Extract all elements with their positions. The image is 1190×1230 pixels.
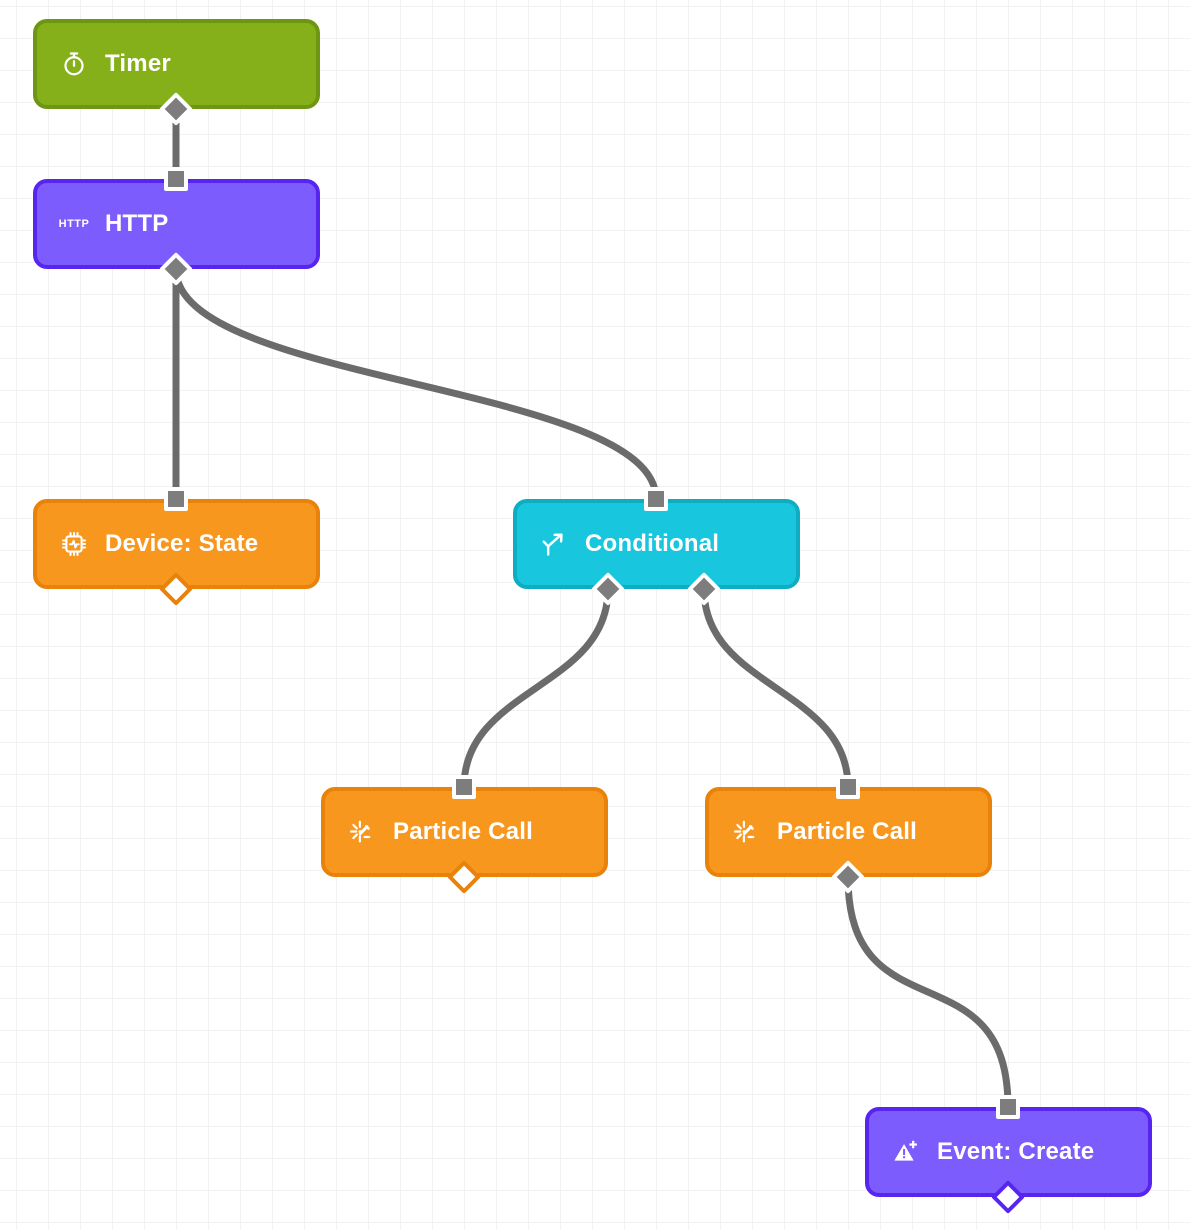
edge-particle-2-to-event[interactable] [844,873,1012,1111]
node-label: Event: Create [937,1138,1095,1165]
input-port-particle-call-2-0[interactable] [836,775,860,799]
chip-pulse-icon [59,529,89,559]
sparkle-icon [731,817,761,847]
edge-conditional-to-particle-2[interactable] [700,585,852,791]
stopwatch-icon [59,49,89,79]
input-port-http-0[interactable] [164,167,188,191]
input-port-particle-call-1-0[interactable] [452,775,476,799]
node-label: Particle Call [393,818,534,845]
http-text-icon: HTTP [58,218,90,230]
node-label: Timer [105,50,171,77]
node-label: Particle Call [777,818,918,845]
input-port-device-state-0[interactable] [164,487,188,511]
edge-conditional-to-particle-1[interactable] [460,585,612,791]
branch-arrow-icon [539,529,569,559]
warning-triangle-plus-icon [891,1137,921,1167]
input-port-event-create-0[interactable] [996,1095,1020,1119]
node-particle-call-1[interactable]: Particle Call [321,787,608,877]
node-label: Conditional [585,530,720,557]
edge-http-to-conditional[interactable] [172,265,660,503]
sparkle-icon [347,817,377,847]
input-port-conditional-0[interactable] [644,487,668,511]
node-conditional[interactable]: Conditional [513,499,800,589]
node-label: HTTP [105,210,169,237]
node-label: Device: State [105,530,259,557]
